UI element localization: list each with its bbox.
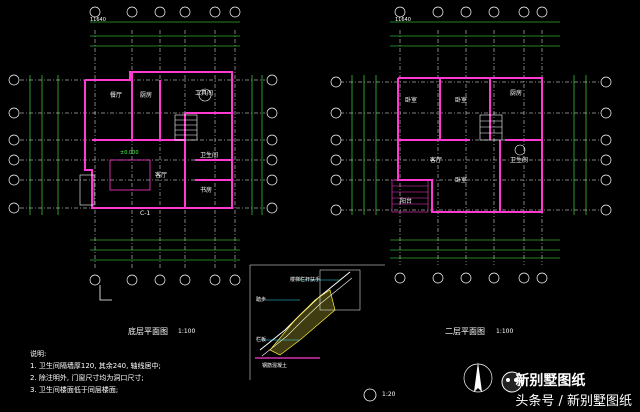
second-room-bed2: 卧室 [455, 97, 468, 104]
notes-heading: 说明: [30, 350, 47, 358]
ground-room-tool: 工具间 [195, 90, 214, 97]
note-item-1: 1. 卫生间隔墙厚120, 其余240, 轴线居中; [30, 362, 161, 370]
ground-plan-scale: 1:100 [178, 328, 196, 335]
watermark-logo [501, 371, 523, 393]
ground-room-study: 书房 [200, 187, 213, 194]
watermark-sub: 头条号 / 新别墅图纸 [515, 394, 632, 409]
ground-dimension-lines [29, 21, 263, 261]
second-balcony [391, 179, 429, 213]
second-stair [479, 114, 503, 141]
ground-stair [174, 114, 198, 141]
ground-sofa [109, 159, 151, 191]
ground-walls [84, 71, 233, 209]
ground-level-mark: ±0.000 [120, 150, 139, 156]
second-room-living: 客厅 [430, 157, 443, 164]
second-floor-plan [330, 6, 612, 284]
design-notes: 说明: 1. 卫生间隔墙厚120, 其余240, 轴线居中; 2. 除注明外, … [30, 348, 161, 396]
ground-room-dining: 餐厅 [110, 92, 123, 99]
north-arrow [463, 362, 493, 393]
ground-room-kitchen: 厨房 [140, 92, 153, 99]
second-plan-scale: 1:100 [496, 328, 514, 335]
note-item-2: 2. 除注明外, 门窗尺寸均为洞口尺寸; [30, 374, 144, 382]
second-axis-bubbles [330, 6, 612, 284]
ground-plan-title: 底层平面图 [128, 327, 168, 336]
detail-scale: 1:20 [382, 391, 396, 398]
second-room-bath: 卫生间 [510, 157, 529, 164]
watermark: 新别墅图纸 头条号 / 新别墅图纸 [515, 370, 632, 409]
detail-label-step: 踏步 [256, 297, 267, 303]
ground-section-mark [99, 285, 112, 301]
watermark-brand: 新别墅图纸 [515, 373, 586, 389]
second-room-bed1: 卧室 [405, 97, 418, 104]
ground-floor-plan [8, 6, 278, 301]
ground-axis-bubbles [8, 6, 278, 286]
ground-room-bath: 卫生间 [200, 152, 219, 159]
second-dimension-lines [351, 21, 587, 259]
note-item-3: 3. 卫生间楼面低于同层楼面; [30, 386, 119, 394]
detail-bubble [363, 388, 377, 402]
second-room-balcony: 阳台 [400, 198, 413, 205]
detail-label-parapet: 栏板 [256, 337, 267, 343]
second-room-kitchen: 厨房 [510, 90, 523, 97]
second-overall-width: 11640 [395, 17, 411, 23]
second-toilet [514, 144, 526, 156]
ground-toilet [198, 88, 212, 102]
detail-label-concrete: 钢筋混凝土 [262, 363, 288, 369]
ground-entry-step [79, 174, 95, 206]
second-room-bed3: 卧室 [455, 177, 468, 184]
detail-label-railing: 楼梯栏杆扶手 [290, 277, 321, 283]
ground-room-living: 客厅 [155, 172, 168, 179]
second-plan-title: 二层平面图 [445, 327, 485, 336]
ground-window-tag: C-1 [140, 210, 151, 217]
ground-overall-width: 11640 [90, 17, 106, 23]
stair-detail [249, 264, 385, 402]
